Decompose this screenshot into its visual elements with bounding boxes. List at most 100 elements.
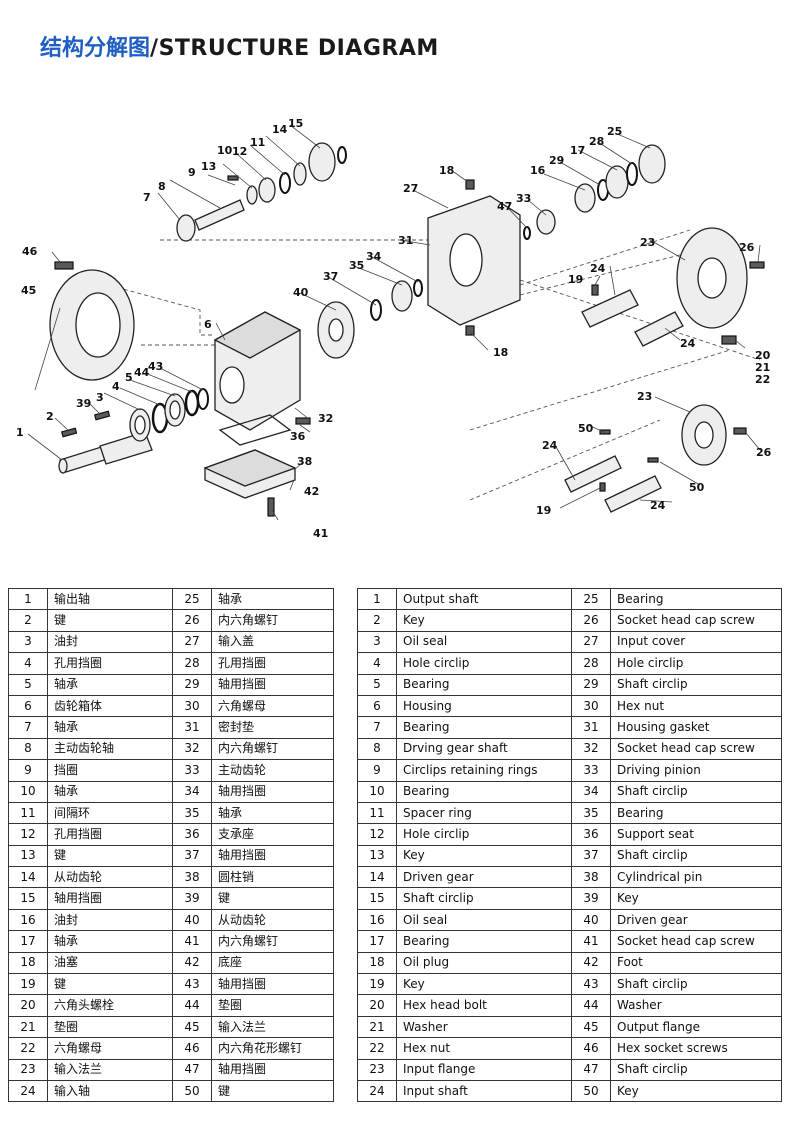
support-seat bbox=[218, 414, 292, 446]
callout-24c: 24 bbox=[542, 439, 558, 452]
part-number: 2 bbox=[357, 609, 397, 632]
driven-gear-14 bbox=[308, 142, 336, 182]
part-number: 9 bbox=[8, 759, 48, 782]
part-number: 45 bbox=[571, 1015, 611, 1039]
callout-42: 42 bbox=[304, 485, 319, 498]
callout-43: 43 bbox=[148, 360, 163, 373]
callout-17: 17 bbox=[570, 144, 585, 157]
part-name: Support seat bbox=[610, 823, 782, 846]
part-number: 39 bbox=[571, 887, 611, 910]
part-number: 50 bbox=[172, 1079, 212, 1103]
part-name: Socket head cap screw bbox=[610, 737, 782, 761]
callout-38: 38 bbox=[297, 455, 312, 468]
part-name: Bearing bbox=[396, 673, 572, 696]
part-number: 31 bbox=[172, 716, 212, 739]
screw-26-upper bbox=[749, 261, 765, 269]
part-number: 10 bbox=[357, 780, 397, 803]
callout-12: 12 bbox=[232, 145, 247, 158]
part-name: 输出轴 bbox=[47, 587, 173, 611]
part-name: Output shaft bbox=[396, 587, 572, 611]
part-name: Oil seal bbox=[396, 630, 572, 654]
part-number: 42 bbox=[571, 951, 611, 975]
input-flange-lower bbox=[681, 404, 727, 466]
part-number: 7 bbox=[8, 716, 48, 739]
part-name: 轴用挡圈 bbox=[211, 844, 334, 868]
part-number: 43 bbox=[172, 973, 212, 996]
part-number: 29 bbox=[571, 673, 611, 696]
callout-18b: 18 bbox=[493, 346, 508, 359]
callout-3: 3 bbox=[96, 391, 104, 404]
part-number: 1 bbox=[357, 587, 397, 611]
callout-23a: 23 bbox=[640, 236, 655, 249]
part-number: 3 bbox=[357, 630, 397, 654]
part-number: 34 bbox=[571, 780, 611, 803]
part-number: 1 bbox=[8, 587, 48, 611]
key-2 bbox=[60, 427, 78, 438]
callout-40: 40 bbox=[293, 286, 309, 299]
part-name: Washer bbox=[396, 1015, 572, 1039]
circlip-9 bbox=[246, 185, 258, 205]
part-number: 20 bbox=[357, 994, 397, 1017]
bearing-10 bbox=[258, 177, 276, 203]
callout-26a: 26 bbox=[739, 241, 755, 254]
part-number: 16 bbox=[357, 908, 397, 932]
part-name: 垫圈 bbox=[47, 1015, 173, 1039]
callout-25: 25 bbox=[607, 125, 622, 138]
part-name: Housing gasket bbox=[610, 716, 782, 739]
part-name: 六角螺母 bbox=[211, 694, 334, 718]
part-name: 密封垫 bbox=[211, 716, 334, 739]
part-name: Spacer ring bbox=[396, 801, 572, 825]
part-number: 35 bbox=[571, 801, 611, 825]
part-number: 50 bbox=[571, 1079, 611, 1103]
part-name: Foot bbox=[610, 951, 782, 975]
callout-46: 46 bbox=[22, 245, 38, 258]
key-50-upper bbox=[599, 429, 611, 435]
circlip-43 bbox=[197, 388, 209, 410]
part-number: 47 bbox=[172, 1058, 212, 1081]
assembly-lines bbox=[89, 229, 761, 501]
part-name: Key bbox=[396, 973, 572, 996]
part-number: 21 bbox=[357, 1015, 397, 1039]
part-name: 底座 bbox=[211, 951, 334, 975]
part-name: Hole circlip bbox=[396, 823, 572, 846]
spacer-ring bbox=[293, 162, 307, 186]
part-name: Key bbox=[610, 1079, 782, 1103]
callout-31: 31 bbox=[398, 234, 413, 247]
callout-1: 1 bbox=[16, 426, 24, 439]
part-name: 输入盖 bbox=[211, 630, 334, 654]
part-number: 44 bbox=[571, 994, 611, 1017]
callout-24d: 24 bbox=[650, 499, 666, 512]
input-shaft-upper-2 bbox=[634, 311, 684, 347]
part-name: 油塞 bbox=[47, 951, 173, 975]
key-19-lower bbox=[599, 482, 606, 492]
part-number: 8 bbox=[357, 737, 397, 761]
part-number: 25 bbox=[172, 587, 212, 611]
callout-28: 28 bbox=[589, 135, 604, 148]
part-name: 孔用挡圈 bbox=[47, 652, 173, 675]
bearing-35 bbox=[391, 280, 413, 312]
page-title: 结构分解图/STRUCTURE DIAGRAM bbox=[40, 30, 439, 62]
part-number: 25 bbox=[571, 587, 611, 611]
part-name: 油封 bbox=[47, 908, 173, 932]
part-name: Socket head cap screw bbox=[610, 930, 782, 953]
part-number: 40 bbox=[571, 908, 611, 932]
title-separator: / bbox=[150, 36, 159, 61]
part-name: Housing bbox=[396, 694, 572, 718]
part-name: 轴承 bbox=[47, 673, 173, 696]
part-number: 38 bbox=[571, 866, 611, 889]
circlip-28 bbox=[626, 162, 638, 186]
callout-24a: 24 bbox=[590, 262, 606, 275]
part-number: 5 bbox=[357, 673, 397, 696]
callout-26b: 26 bbox=[756, 446, 772, 459]
part-name: Shaft circlip bbox=[610, 973, 782, 996]
